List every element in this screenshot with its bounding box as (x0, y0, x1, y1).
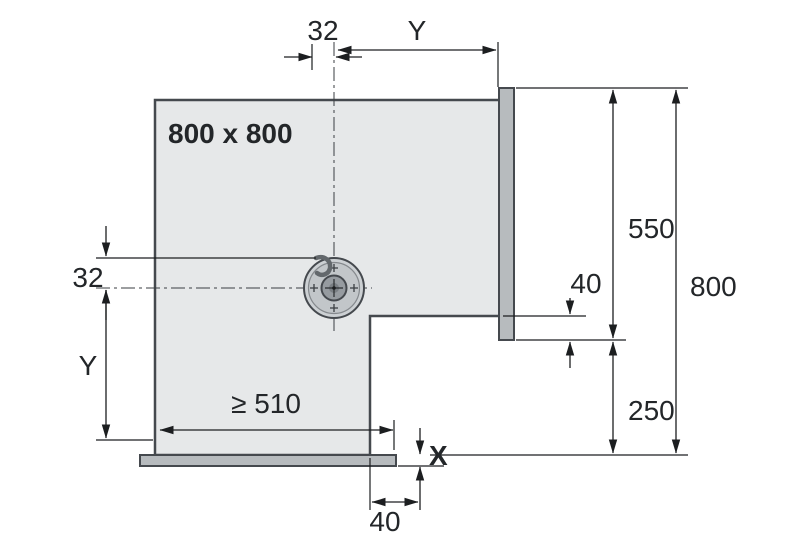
dim-label-550: 550 (628, 213, 675, 244)
dim-right-250: 250 (608, 341, 675, 454)
panel-size-label: 800 x 800 (168, 118, 293, 149)
dim-label-left-y: Y (79, 350, 98, 381)
dim-left-32: 32 (72, 226, 111, 320)
registration-marks (310, 264, 358, 312)
dim-label-x: X (429, 440, 448, 471)
dim-top-y: Y (337, 15, 497, 55)
dim-label-right-40: 40 (570, 268, 601, 299)
dim-bottom-40: 40 (369, 497, 419, 537)
dim-label-bottom-40: 40 (369, 506, 400, 537)
dim-label-top-y: Y (408, 15, 427, 46)
dim-bottom-510: ≥ 510 (159, 388, 394, 435)
bottom-rail (139, 454, 397, 467)
right-rail (498, 87, 515, 341)
dim-left-y: Y (79, 290, 111, 439)
dimensions: 32 Y 550 40 800 250 (72, 15, 736, 537)
dim-label-250: 250 (628, 395, 675, 426)
dim-right-40: 40 (565, 268, 602, 368)
dim-label-510: ≥ 510 (231, 388, 301, 419)
dim-right-550: 550 (608, 89, 675, 339)
dim-right-800: 800 (671, 89, 737, 454)
dim-bottom-x: X (415, 428, 448, 510)
extension-lines (96, 42, 688, 510)
dim-label-800: 800 (690, 271, 737, 302)
dim-label-left-32: 32 (72, 262, 103, 293)
hinge-center-dot (332, 286, 336, 290)
dim-top-32: 32 (284, 15, 362, 62)
hinge-assembly (303, 255, 365, 319)
pivot-hook (313, 255, 333, 278)
dim-label-top-32: 32 (307, 15, 338, 46)
